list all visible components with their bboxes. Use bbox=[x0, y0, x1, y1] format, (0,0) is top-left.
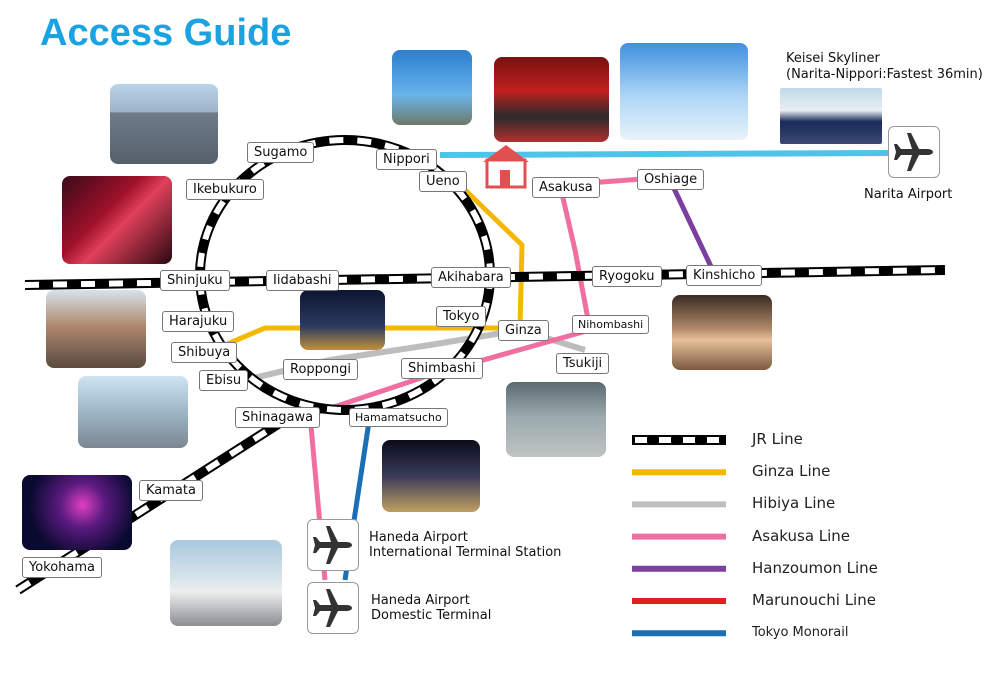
legend-swatches bbox=[632, 435, 726, 637]
station-hamamatsucho[interactable]: Hamamatsucho bbox=[349, 408, 448, 427]
ikebukuro-photo bbox=[110, 84, 218, 164]
skyliner-photo bbox=[780, 88, 882, 144]
haneda-photo bbox=[170, 540, 282, 626]
asakusa-photo bbox=[494, 57, 609, 142]
station-kamata[interactable]: Kamata bbox=[139, 480, 203, 501]
hamamatsucho-photo bbox=[382, 440, 480, 512]
shinjuku-photo bbox=[62, 176, 172, 264]
station-ikebukuro[interactable]: Ikebukuro bbox=[186, 179, 264, 200]
station-kinshicho[interactable]: Kinshicho bbox=[686, 265, 763, 286]
station-akihabara[interactable]: Akihabara bbox=[431, 267, 511, 288]
haneda-intl-caption-2: International Terminal Station bbox=[369, 545, 562, 560]
skyliner-caption-2: (Narita-Nippori:Fastest 36min) bbox=[786, 67, 983, 82]
station-ueno[interactable]: Ueno bbox=[419, 171, 467, 192]
station-oshiage[interactable]: Oshiage bbox=[637, 169, 705, 190]
station-shinagawa[interactable]: Shinagawa bbox=[235, 407, 321, 428]
station-ginza[interactable]: Ginza bbox=[498, 320, 549, 341]
legend-label-hanzoumon: Hanzoumon Line bbox=[752, 559, 878, 577]
asakusa-line bbox=[307, 184, 593, 581]
haneda-dom-caption-2: Domestic Terminal bbox=[371, 608, 492, 623]
station-ryogoku[interactable]: Ryogoku bbox=[592, 266, 662, 287]
ebisu-photo bbox=[78, 376, 188, 448]
hanzoumon-line bbox=[667, 178, 718, 277]
legend-label-hibiya: Hibiya Line bbox=[752, 494, 836, 512]
legend-label-marunouchi: Marunouchi Line bbox=[752, 591, 876, 609]
station-roppongi[interactable]: Roppongi bbox=[283, 359, 358, 380]
legend-label-ginza: Ginza Line bbox=[752, 462, 831, 480]
station-nippori[interactable]: Nippori bbox=[376, 149, 437, 170]
skytree-photo bbox=[620, 43, 748, 140]
station-tsukiji[interactable]: Tsukiji bbox=[556, 353, 610, 374]
yokohama-photo bbox=[22, 475, 132, 550]
haneda-dom-caption-1: Haneda Airport bbox=[371, 593, 470, 608]
narita-label: Narita Airport bbox=[864, 187, 953, 202]
home-icon bbox=[483, 145, 529, 189]
tsukiji-photo bbox=[506, 382, 606, 457]
airplane-icon bbox=[313, 589, 352, 627]
nippori-photo bbox=[392, 50, 472, 125]
ginza-line bbox=[212, 183, 525, 353]
legend-label-asakusa: Asakusa Line bbox=[752, 527, 851, 545]
station-sugamo[interactable]: Sugamo bbox=[247, 142, 315, 163]
skyliner-caption-1: Keisei Skyliner bbox=[786, 51, 880, 66]
airplane-icon bbox=[894, 133, 933, 171]
legend-label-jr: JR Line bbox=[752, 430, 803, 448]
station-asakusa[interactable]: Asakusa bbox=[532, 177, 600, 198]
station-tokyo[interactable]: Tokyo bbox=[436, 306, 487, 327]
narita-plane-box[interactable] bbox=[888, 126, 940, 178]
station-iidabashi[interactable]: Iidabashi bbox=[266, 270, 339, 291]
sumo-photo bbox=[672, 295, 772, 370]
station-shibuya[interactable]: Shibuya bbox=[171, 342, 238, 363]
airplane-icon bbox=[313, 526, 352, 564]
station-shimbashi[interactable]: Shimbashi bbox=[401, 358, 483, 379]
station-yokohama[interactable]: Yokohama bbox=[22, 557, 103, 578]
station-nihombashi[interactable]: Nihombashi bbox=[572, 315, 650, 334]
station-shinjuku[interactable]: Shinjuku bbox=[160, 270, 230, 291]
haneda-dom-plane-box[interactable] bbox=[307, 582, 359, 634]
station-harajuku[interactable]: Harajuku bbox=[162, 311, 235, 332]
station-ebisu[interactable]: Ebisu bbox=[199, 370, 249, 391]
legend-label-monorail: Tokyo Monorail bbox=[752, 625, 849, 640]
page-title: Access Guide bbox=[40, 12, 292, 54]
haneda-intl-caption-1: Haneda Airport bbox=[369, 530, 468, 545]
roppongi-photo bbox=[300, 290, 385, 350]
harajuku-photo bbox=[46, 290, 146, 368]
haneda-intl-plane-box[interactable] bbox=[307, 519, 359, 571]
